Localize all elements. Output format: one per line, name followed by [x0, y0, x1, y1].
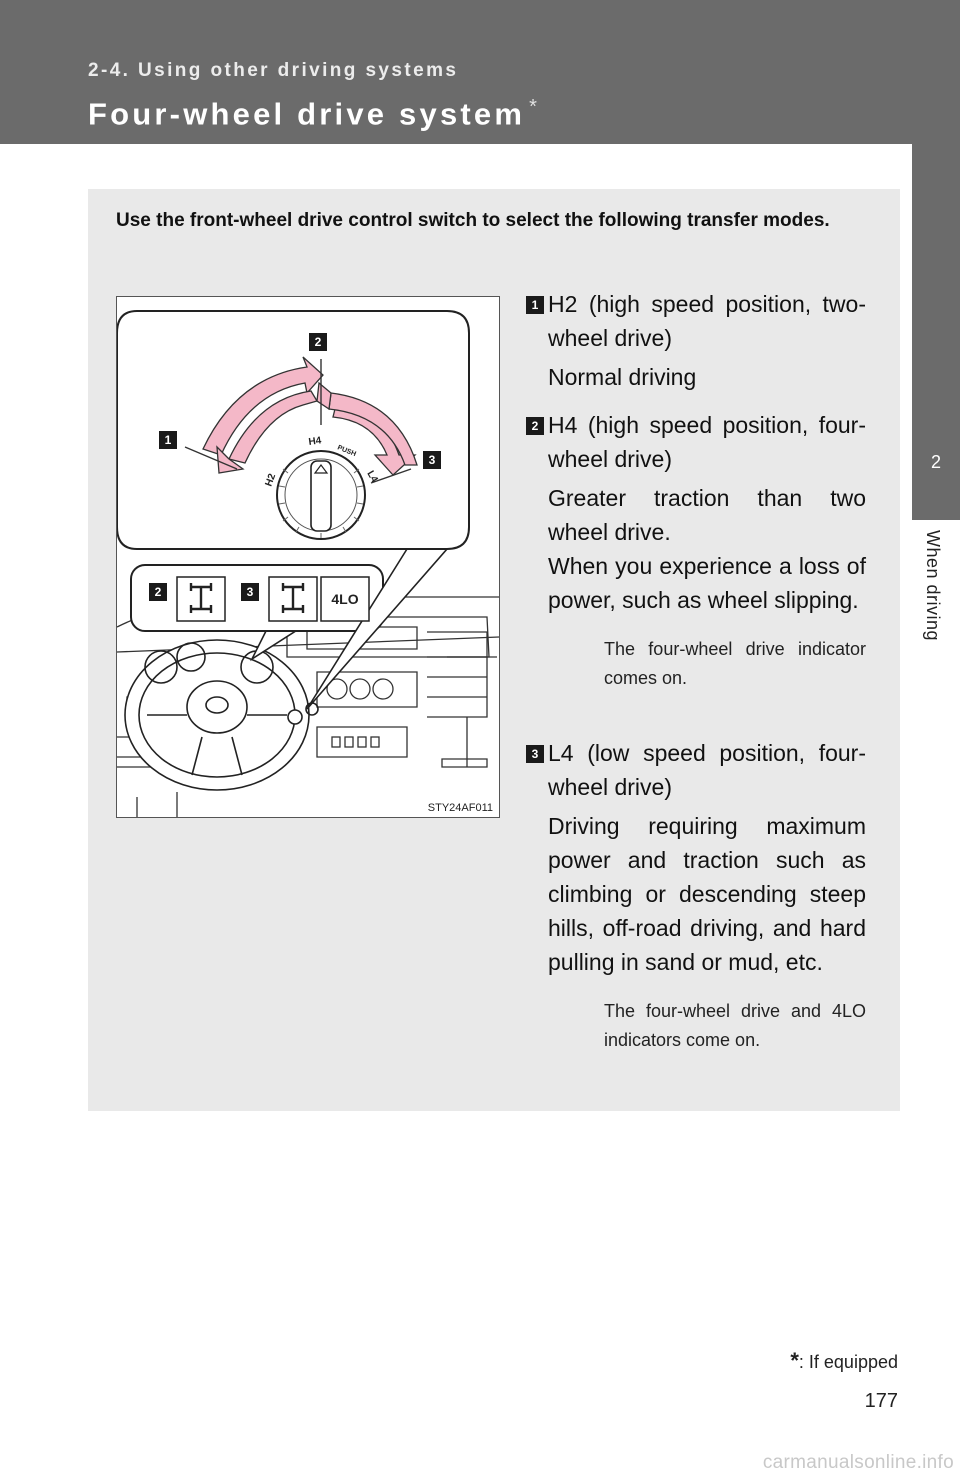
watermark: carmanualsonline.info: [762, 1452, 954, 1473]
dial-label-l4: L4: [364, 469, 380, 485]
mode-item-l4: 3 L4 (low speed position, four-wheel dri…: [526, 736, 866, 1055]
figure-callout-1: 1: [159, 431, 177, 449]
chapter-tab: [912, 144, 960, 520]
dial-callout: [117, 310, 470, 710]
position-lines: [184, 359, 412, 484]
transfer-dial: [276, 450, 366, 540]
indicator-callout-3-text: 3: [247, 585, 254, 599]
item-description-2: When you experience a loss of power, suc…: [548, 553, 866, 613]
dial-label-h2: H2: [263, 472, 278, 488]
four-wheel-drive-indicator-icon: [176, 576, 226, 622]
intro-text: Use the front-wheel drive control switch…: [116, 210, 830, 231]
four-wheel-drive-indicator-icon-l4: [268, 576, 318, 622]
page-header: [0, 0, 960, 144]
page-title-text: Four-wheel drive system: [88, 96, 526, 132]
item-note: The four-wheel drive and 4LO indicators …: [604, 1001, 866, 1050]
figure-callout-2: 2: [309, 333, 327, 351]
four-wheel-drive-illustration: H2 H4 PUSH L4 1 2 3 2 3: [116, 296, 500, 818]
item-description: Normal driving: [548, 364, 697, 390]
figure-callout-2-text: 2: [315, 335, 322, 349]
page-title: Four-wheel drive system*: [88, 96, 540, 132]
steering-wheel-drawing: [124, 639, 319, 791]
indicator-callout-2: 2: [149, 583, 167, 601]
indicator-callout-3: 3: [241, 583, 259, 601]
dial-ridges: [278, 468, 364, 538]
title-asterisk: *: [529, 96, 541, 118]
item-description: Greater traction than two wheel drive.: [548, 485, 866, 545]
item-number-3: 3: [526, 745, 544, 763]
figure-code: STY24AF011: [428, 802, 493, 814]
footnote-text: : If equipped: [798, 1352, 898, 1372]
figure-callout-3-text: 3: [429, 453, 436, 467]
mode-item-h4: 2 H4 (high speed position, four-wheel dr…: [526, 408, 866, 693]
figure-callout-3: 3: [423, 451, 441, 469]
item-note: The four-wheel drive indicator comes on.: [604, 639, 866, 688]
chapter-tab-number: 2: [930, 452, 941, 472]
item-description: Driving requiring maximum power and trac…: [548, 813, 866, 975]
footnote: *: If equipped: [790, 1348, 898, 1374]
4lo-indicator: 4LO: [320, 576, 370, 622]
item-number-1: 1: [526, 296, 544, 314]
chapter-tab-label: When driving: [923, 530, 943, 642]
mode-item-h2: 1 H2 (high speed position, two-wheel dri…: [526, 287, 866, 394]
item-title: L4 (low speed position, four-wheel drive…: [548, 740, 866, 800]
mode-arrows: [202, 356, 418, 476]
section-label: 2-4. Using other driving systems: [88, 60, 459, 81]
footnote-symbol: *: [790, 1348, 799, 1373]
page-number: 177: [864, 1390, 898, 1412]
indicator-callout-2-text: 2: [155, 585, 162, 599]
figure-callout-1-text: 1: [165, 433, 172, 447]
item-title: H2 (high speed position, two-wheel drive…: [548, 291, 866, 351]
item-title: H4 (high speed position, four-wheel driv…: [548, 412, 866, 472]
item-number-2: 2: [526, 417, 544, 435]
4lo-indicator-text: 4LO: [331, 591, 358, 607]
dial-label-h4: H4: [308, 435, 323, 448]
